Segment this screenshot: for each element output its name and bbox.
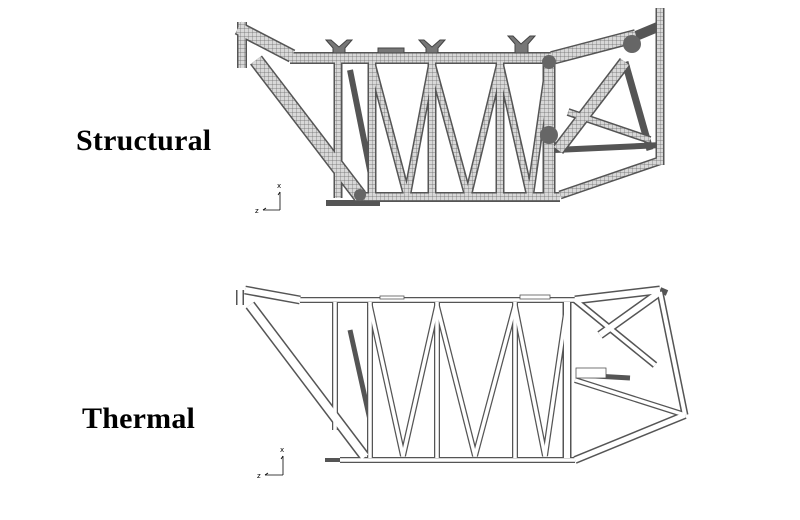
structural-axis-z-label: z <box>255 207 259 215</box>
structural-axis-triad <box>262 191 281 211</box>
thermal-label: Thermal <box>82 402 196 435</box>
thermal-wireframe-model: z x <box>236 285 689 480</box>
thermal-axis-x-label: x <box>280 446 284 454</box>
structural-mesh-layer <box>235 8 663 201</box>
structural-axis-x-label: x <box>277 182 281 190</box>
thermal-axis-triad <box>264 455 284 476</box>
structural-label: Structural <box>76 124 212 157</box>
structural-mesh-model: z x <box>234 8 665 215</box>
thermal-top-details <box>379 294 607 379</box>
structural-outline-layer <box>234 8 665 206</box>
structural-nodes <box>354 35 641 201</box>
thermal-inner-layer <box>237 287 687 463</box>
structural-saddles <box>324 35 537 54</box>
thermal-axis-z-label: z <box>257 472 261 480</box>
